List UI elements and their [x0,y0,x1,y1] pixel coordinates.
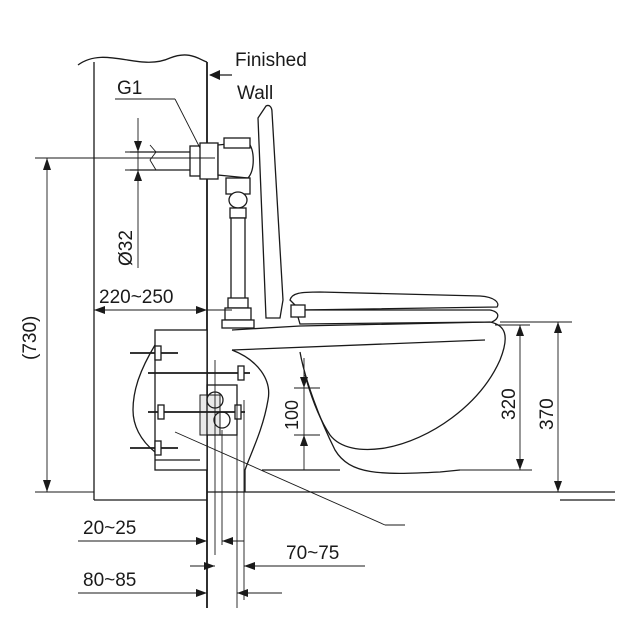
d70-75-label: 70~75 [286,543,339,564]
dim-80-85 [78,589,282,597]
finished-wall-arrow [209,70,232,80]
d730-label: (730) [20,316,41,360]
dim-370 [500,321,572,492]
bottom-reference-lines [214,360,245,608]
dim-70-75 [190,562,365,570]
d370-label: 370 [537,398,558,430]
connector-leader [174,431,405,526]
finished-wall-label-line1: Finished [235,50,307,71]
dim-320 [460,324,532,471]
dim-20-25 [78,537,244,545]
g1-label: G1 [117,78,142,99]
d320-label: 320 [499,388,520,420]
d100-label: 100 [282,400,302,430]
floor-line [207,491,615,501]
d20-25-label: 20~25 [83,518,136,539]
dim-d32 [125,118,157,268]
dim-220-250 [94,306,232,314]
dim-730 [35,157,215,493]
finished-wall-label-line2: Wall [237,83,273,104]
dim-100 [294,358,320,470]
g1-leader [115,98,201,149]
d220-250-label: 220~250 [99,287,174,308]
d80-85-label: 80~85 [83,570,136,591]
toilet-bowl [231,104,506,492]
d32-label: Ø32 [116,230,137,266]
carrier-frame [132,329,238,471]
